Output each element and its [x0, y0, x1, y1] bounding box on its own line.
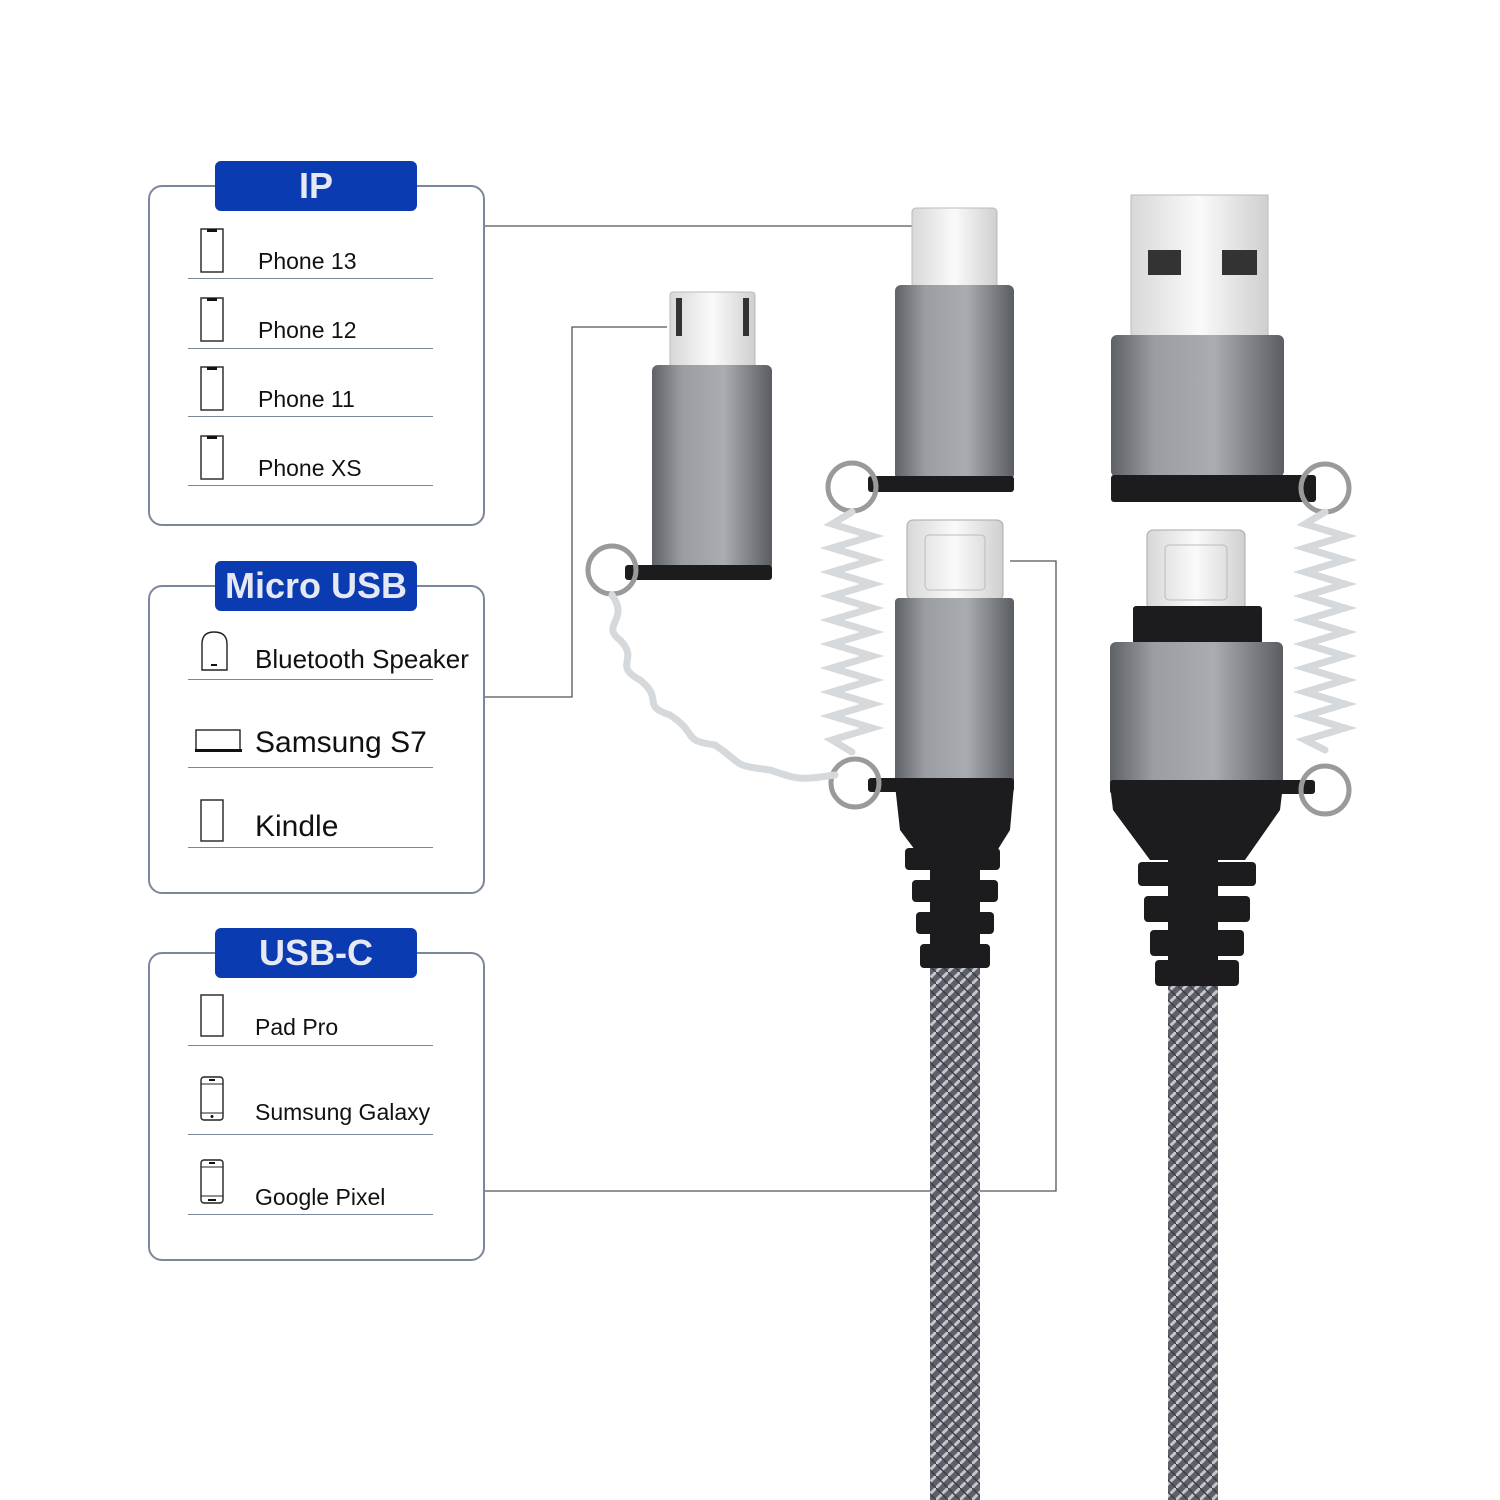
list-item: Kindle — [188, 798, 433, 848]
ip-group-title: IP — [215, 161, 417, 211]
list-item: Phone XS — [188, 435, 433, 486]
leader-line-usb-c — [484, 560, 1057, 1192]
device-label: Kindle — [255, 810, 339, 843]
device-label: Samsung S7 — [255, 726, 427, 759]
leader-line-micro-usb — [484, 326, 667, 698]
device-label: Bluetooth Speaker — [255, 644, 469, 674]
usb-c-group-title: USB-C — [215, 928, 417, 978]
smartphone-icon — [200, 1159, 224, 1204]
lightning-tip — [911, 207, 998, 289]
list-item: Google Pixel — [188, 1158, 433, 1215]
phone-notch-icon — [200, 297, 224, 342]
right-usb-c-tip — [1146, 529, 1246, 611]
micro-usb-tip — [669, 291, 756, 368]
usb-a-adapter-body — [1111, 335, 1284, 477]
list-item: Pad Pro — [188, 993, 433, 1046]
ip-compatibility-panel — [148, 185, 485, 526]
right-usb-c-body — [1110, 642, 1283, 788]
leader-lines — [484, 225, 1057, 1192]
right-strain-relief — [1110, 785, 1283, 986]
speaker-icon — [201, 631, 228, 671]
device-label: Phone 12 — [258, 317, 357, 343]
list-item: Samsung S7 — [188, 722, 433, 768]
left-usb-c-body — [895, 598, 1014, 788]
device-label: Phone 13 — [258, 248, 357, 274]
phone-notch-icon — [200, 435, 224, 480]
tablet-icon — [200, 994, 224, 1037]
device-label: Google Pixel — [255, 1184, 386, 1210]
device-label: Phone XS — [258, 455, 362, 481]
right-cable-braid — [1168, 980, 1218, 1500]
smartphone-icon — [200, 1076, 224, 1121]
list-item: Bluetooth Speaker — [188, 630, 469, 680]
left-cable-braid — [930, 960, 980, 1500]
laptop-icon — [195, 729, 242, 752]
lightning-adapter-body — [895, 285, 1014, 480]
phone-notch-icon — [200, 366, 224, 411]
list-item: Sumsung Galaxy — [188, 1075, 433, 1135]
left-strain-relief — [895, 785, 1014, 968]
device-label: Sumsung Galaxy — [255, 1099, 431, 1125]
left-usb-c-tip — [906, 519, 1004, 601]
phone-notch-icon — [200, 228, 224, 273]
micro-usb-group-title: Micro USB — [215, 561, 417, 611]
device-label: Pad Pro — [255, 1014, 339, 1040]
list-item: Phone 12 — [188, 297, 433, 349]
usb-c-compatibility-panel — [148, 952, 485, 1261]
device-label: Phone 11 — [258, 386, 355, 412]
coiled-springs — [608, 508, 1358, 782]
list-item: Phone 13 — [188, 228, 433, 279]
list-item: Phone 11 — [188, 366, 433, 417]
tablet-icon — [200, 799, 224, 842]
micro-usb-adapter-body — [652, 365, 772, 570]
